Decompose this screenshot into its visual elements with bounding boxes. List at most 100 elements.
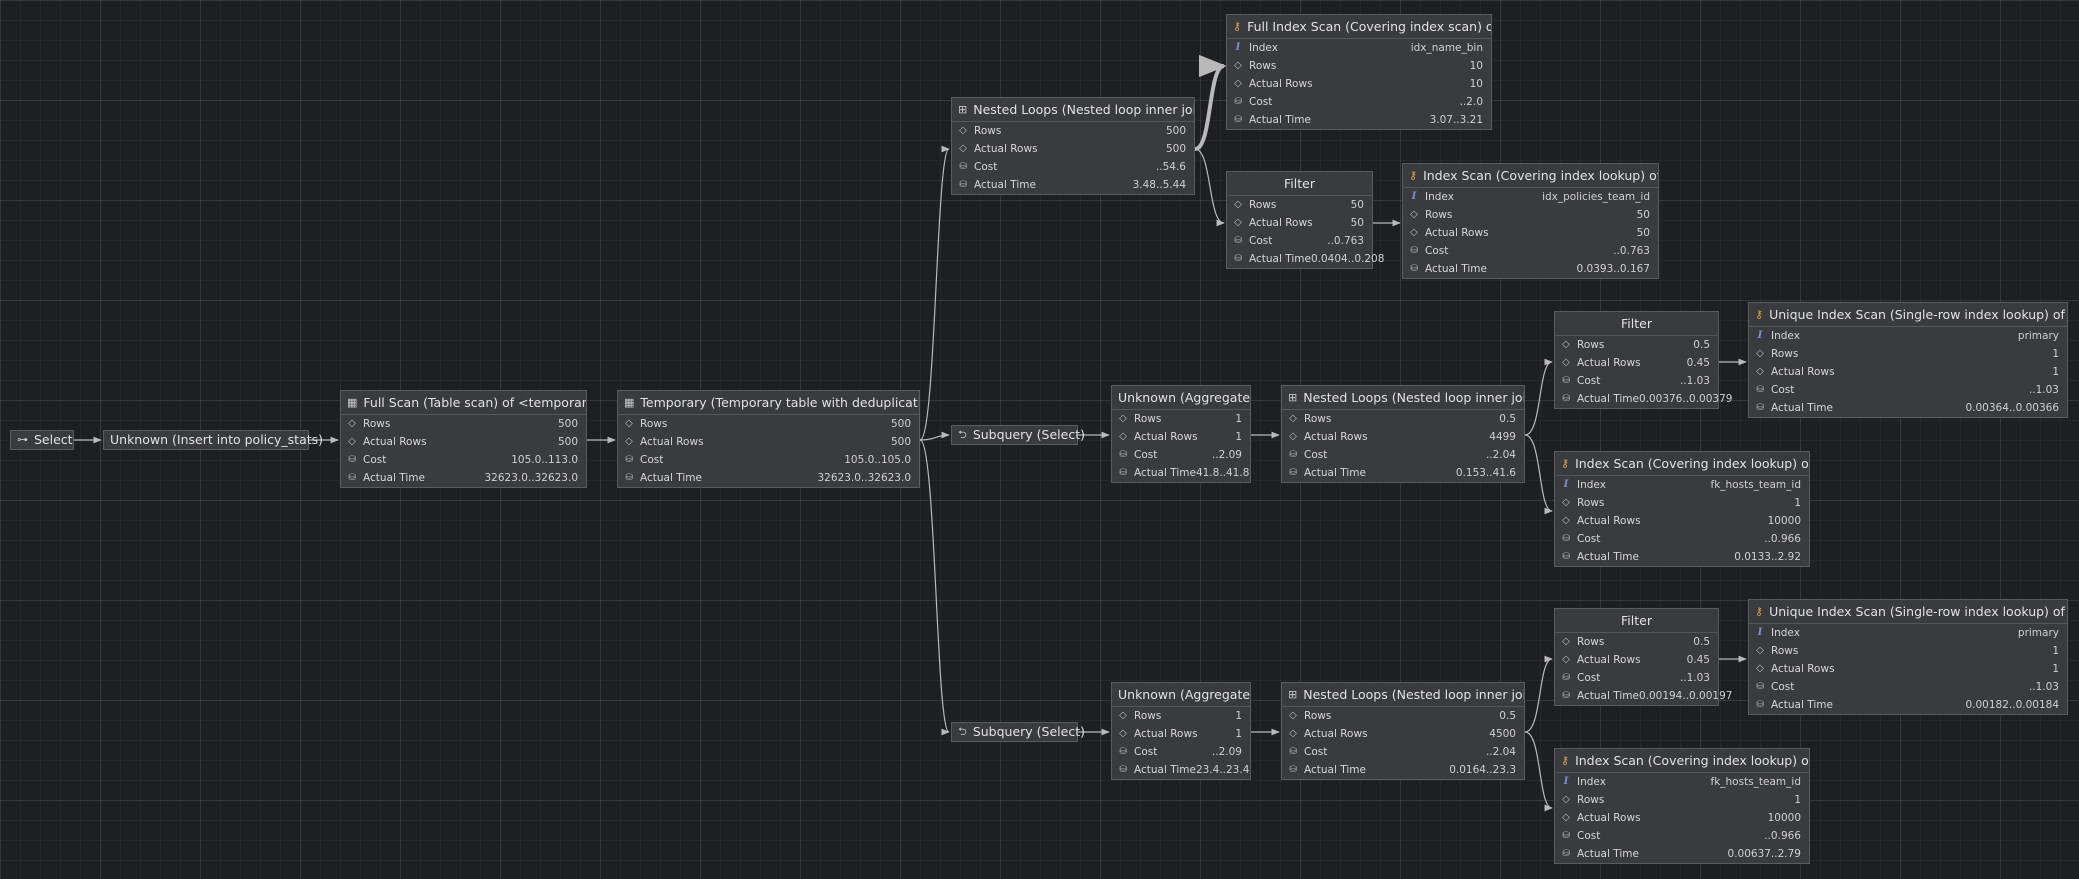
diamond-icon: ◇	[1234, 199, 1242, 210]
row-label: Actual Time	[363, 472, 425, 484]
diamond-icon: ◇	[1562, 515, 1570, 526]
row-value: 1	[1235, 413, 1242, 425]
row-value: 0.5	[1499, 710, 1516, 722]
node-unique-index-scan-2[interactable]: ⚷Unique Index Scan (Single-row index loo…	[1748, 599, 2068, 715]
row-label: Rows	[1249, 199, 1277, 211]
row-label: Cost	[974, 161, 998, 173]
insert-node[interactable]: Unknown (Insert into policy_stats)	[103, 430, 323, 450]
subquery-node-1[interactable]: ⮌ Subquery (Select)	[951, 425, 1085, 445]
select-node[interactable]: ⊶ Select	[10, 430, 74, 450]
key-icon: ⚷	[1755, 605, 1764, 618]
row-label: Rows	[1771, 348, 1799, 360]
subquery-label-1: Subquery (Select)	[972, 427, 1085, 442]
join-icon: ⊞	[958, 103, 968, 116]
node-header: ⊞Nested Loops (Nested loop inner join)	[1282, 683, 1524, 707]
subquery-node-2[interactable]: ⮌ Subquery (Select)	[951, 722, 1085, 742]
row-cost: ⛁Cost..54.6	[952, 158, 1194, 176]
node-title: Nested Loops (Nested loop inner join)	[973, 102, 1194, 117]
edge-nested-top-filter	[1194, 148, 1225, 227]
index-icon: I	[1563, 479, 1569, 490]
key-icon: ⚷	[1755, 308, 1764, 321]
node-full-index-scan-t[interactable]: ⚷Full Index Scan (Covering index scan) o…	[1226, 14, 1492, 130]
row-value: 0.45	[1686, 357, 1710, 369]
node-nested-loops-top[interactable]: ⊞ Nested Loops (Nested loop inner join) ◇…	[951, 97, 1195, 195]
row-value: 1	[1235, 431, 1242, 443]
subquery-icon: ⮌	[958, 725, 967, 738]
diamond-icon: ◇	[625, 436, 633, 447]
node-title: Temporary (Temporary table with deduplic…	[640, 395, 919, 410]
row-value: 1	[1794, 794, 1801, 806]
diamond-icon: ◇	[1234, 78, 1242, 89]
database-icon: ⛁	[1119, 747, 1127, 757]
row-value: 1	[1235, 728, 1242, 740]
row-cost: ⛁Cost..0.763	[1227, 232, 1372, 250]
node-header: ▦Full Scan (Table scan) of <temporary>	[341, 391, 586, 415]
node-temporary[interactable]: ▦Temporary (Temporary table with dedupli…	[617, 390, 920, 488]
row-label: Actual Rows	[1134, 728, 1198, 740]
node-index-scan-p[interactable]: ⚷Index Scan (Covering index lookup) of p…	[1402, 163, 1659, 279]
row-label: Index	[1249, 42, 1278, 54]
database-icon: ⛁	[1410, 246, 1418, 256]
row-label: Actual Time	[1134, 467, 1196, 479]
row-value: 50	[1350, 199, 1364, 211]
row-label: Cost	[1134, 449, 1158, 461]
row-cost: ⛁Cost..2.09	[1112, 446, 1250, 464]
row-value: 1	[2052, 366, 2059, 378]
node-index-scan-h-2[interactable]: ⚷Index Scan (Covering index lookup) of h…	[1554, 748, 1810, 864]
row-value: 10	[1469, 78, 1483, 90]
row-label: Rows	[1134, 413, 1162, 425]
table-icon: ▦	[347, 396, 358, 409]
row-label: Actual Time	[1134, 764, 1196, 776]
row-label: Cost	[1304, 449, 1328, 461]
row-value: 50	[1350, 217, 1364, 229]
node-title: Unknown (Aggregate)	[1118, 390, 1250, 405]
row-label: Cost	[1771, 681, 1795, 693]
row-value: 0.0393..0.167	[1576, 263, 1650, 275]
row-cost: ⛁Cost..0.966	[1555, 827, 1809, 845]
node-header: ⚷Unique Index Scan (Single-row index loo…	[1749, 303, 2067, 327]
row-value: ..2.09	[1211, 746, 1242, 758]
row-label: Cost	[1249, 96, 1273, 108]
row-value: fk_hosts_team_id	[1710, 479, 1802, 491]
row-value: ..1.03	[2028, 681, 2059, 693]
node-title: Filter	[1621, 613, 1652, 628]
diamond-icon: ◇	[1756, 645, 1764, 656]
node-nested-loops-2[interactable]: ⊞Nested Loops (Nested loop inner join) ◇…	[1281, 682, 1525, 780]
row-label: Rows	[1577, 339, 1605, 351]
row-value: ..2.0	[1459, 96, 1483, 108]
diamond-icon: ◇	[1756, 348, 1764, 359]
database-icon: ⛁	[1119, 765, 1127, 775]
diamond-icon: ◇	[1119, 728, 1127, 739]
node-index-scan-h-1[interactable]: ⚷Index Scan (Covering index lookup) of h…	[1554, 451, 1810, 567]
node-unique-index-scan-1[interactable]: ⚷Unique Index Scan (Single-row index loo…	[1748, 302, 2068, 418]
row-value: 23.4..23.4	[1195, 764, 1250, 776]
diamond-icon: ◇	[1562, 654, 1570, 665]
row-value: 500	[890, 436, 911, 448]
diamond-icon: ◇	[1234, 60, 1242, 71]
node-nested-loops-1[interactable]: ⊞Nested Loops (Nested loop inner join) ◇…	[1281, 385, 1525, 483]
row-label: Actual Rows	[1249, 217, 1313, 229]
node-title: Index Scan (Covering index lookup) of h	[1575, 753, 1809, 768]
row-value: 105.0..113.0	[511, 454, 578, 466]
node-full-scan[interactable]: ▦Full Scan (Table scan) of <temporary> ◇…	[340, 390, 587, 488]
row-label: Cost	[1577, 830, 1601, 842]
